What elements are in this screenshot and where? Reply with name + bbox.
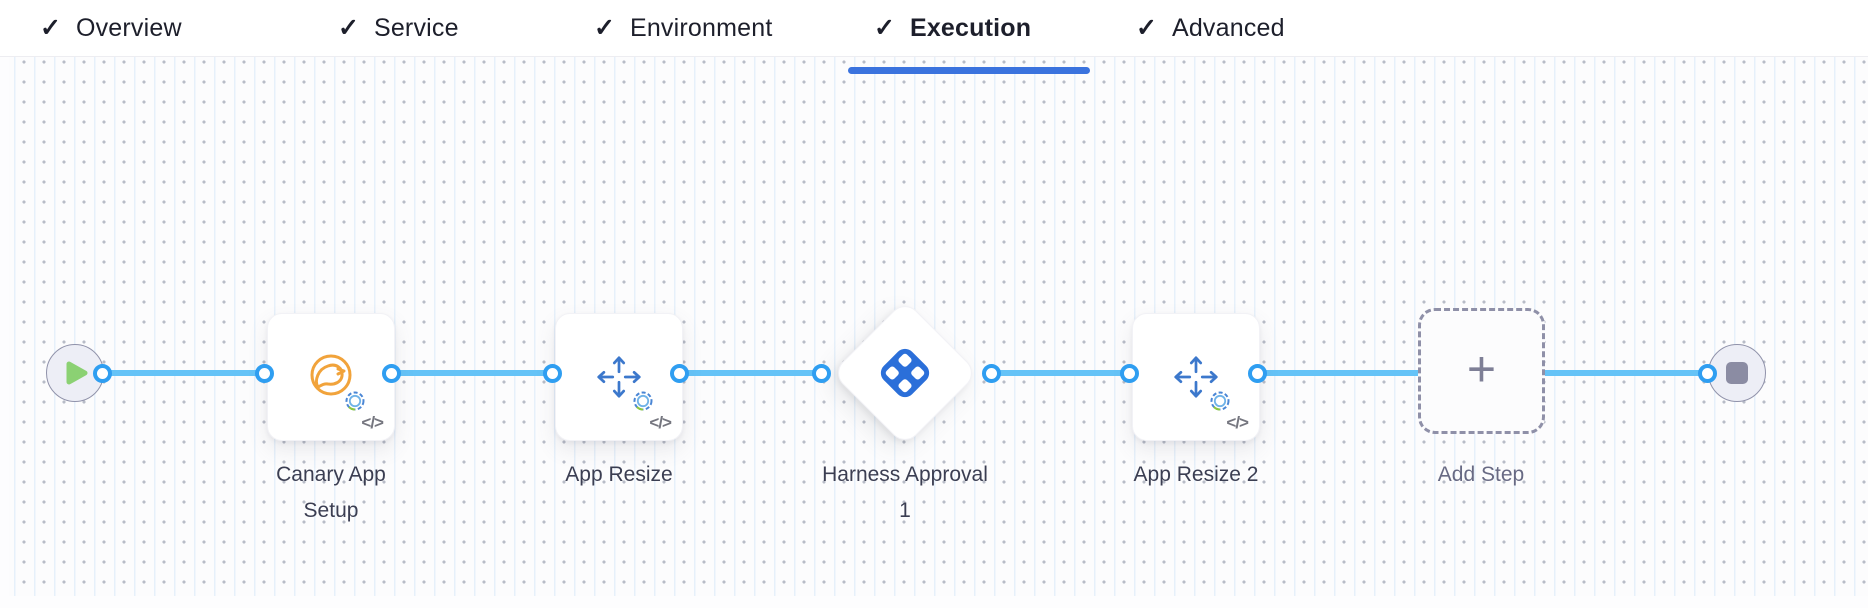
port-start-out[interactable]: [93, 364, 112, 383]
check-icon: ✓: [874, 14, 895, 42]
node-label-canary-app-setup: Canary App Setup: [276, 463, 386, 522]
check-icon: ✓: [40, 14, 61, 42]
tab-label: Overview: [75, 14, 182, 42]
tab-advanced[interactable]: ✓ Advanced: [1136, 0, 1285, 57]
node-label-add-step: Add Step: [1437, 463, 1525, 486]
step-node-app-resize-2[interactable]: </>: [1132, 313, 1260, 441]
active-tab-underline: [848, 67, 1090, 74]
end-node[interactable]: [1708, 344, 1766, 402]
harness-approval-icon: [880, 348, 930, 398]
port-approval-in[interactable]: [812, 364, 831, 383]
step-node-canary-app-setup[interactable]: </>: [267, 313, 395, 441]
code-view-icon[interactable]: </>: [361, 413, 384, 432]
play-icon: [66, 361, 88, 385]
tab-label: Service: [373, 14, 459, 42]
node-label-app-resize: App Resize: [565, 463, 673, 486]
port-end-in[interactable]: [1698, 364, 1717, 383]
resize-arrows-icon: [1174, 356, 1218, 398]
tab-execution[interactable]: ✓ Execution: [874, 0, 1031, 57]
canvas-bottom-gutter: [0, 596, 1868, 608]
node-label-harness-approval: Harness Approval 1: [822, 463, 988, 522]
tab-overview[interactable]: ✓ Overview: [40, 0, 182, 57]
node-label-app-resize-2: App Resize 2: [1133, 463, 1259, 486]
tab-label: Execution: [909, 14, 1032, 42]
link-canary-to-resize: [392, 370, 553, 376]
tab-service[interactable]: ✓ Service: [338, 0, 459, 57]
gear-badge-icon: [633, 391, 653, 411]
check-icon: ✓: [338, 14, 359, 42]
link-approval-to-resize2: [992, 370, 1130, 376]
canvas-left-gutter: [0, 57, 9, 608]
port-canary-out[interactable]: [382, 364, 401, 383]
step-node-app-resize[interactable]: </>: [555, 313, 683, 441]
link-start-to-canary: [103, 370, 265, 376]
port-resize2-in[interactable]: [1120, 364, 1139, 383]
canary-icon: [310, 354, 352, 396]
code-view-icon[interactable]: </>: [1226, 413, 1249, 432]
resize-arrows-icon: [597, 356, 641, 398]
step-tabbar: ✓ Overview ✓ Service ✓ Environment ✓ Exe…: [0, 0, 1868, 57]
check-icon: ✓: [1136, 14, 1157, 42]
tab-label: Environment: [629, 14, 773, 42]
port-approval-out[interactable]: [982, 364, 1001, 383]
check-icon: ✓: [594, 14, 615, 42]
stop-icon: [1726, 362, 1748, 384]
code-view-icon[interactable]: </>: [649, 413, 672, 432]
add-step-button[interactable]: +: [1418, 308, 1545, 434]
tab-label: Advanced: [1171, 14, 1285, 42]
port-canary-in[interactable]: [255, 364, 274, 383]
port-resize-in[interactable]: [543, 364, 562, 383]
link-resize-to-approval: [680, 370, 822, 376]
gear-badge-icon: [1210, 391, 1230, 411]
tab-environment[interactable]: ✓ Environment: [594, 0, 773, 57]
gear-badge-icon: [345, 391, 365, 411]
port-resize2-out[interactable]: [1248, 364, 1267, 383]
port-resize-out[interactable]: [670, 364, 689, 383]
